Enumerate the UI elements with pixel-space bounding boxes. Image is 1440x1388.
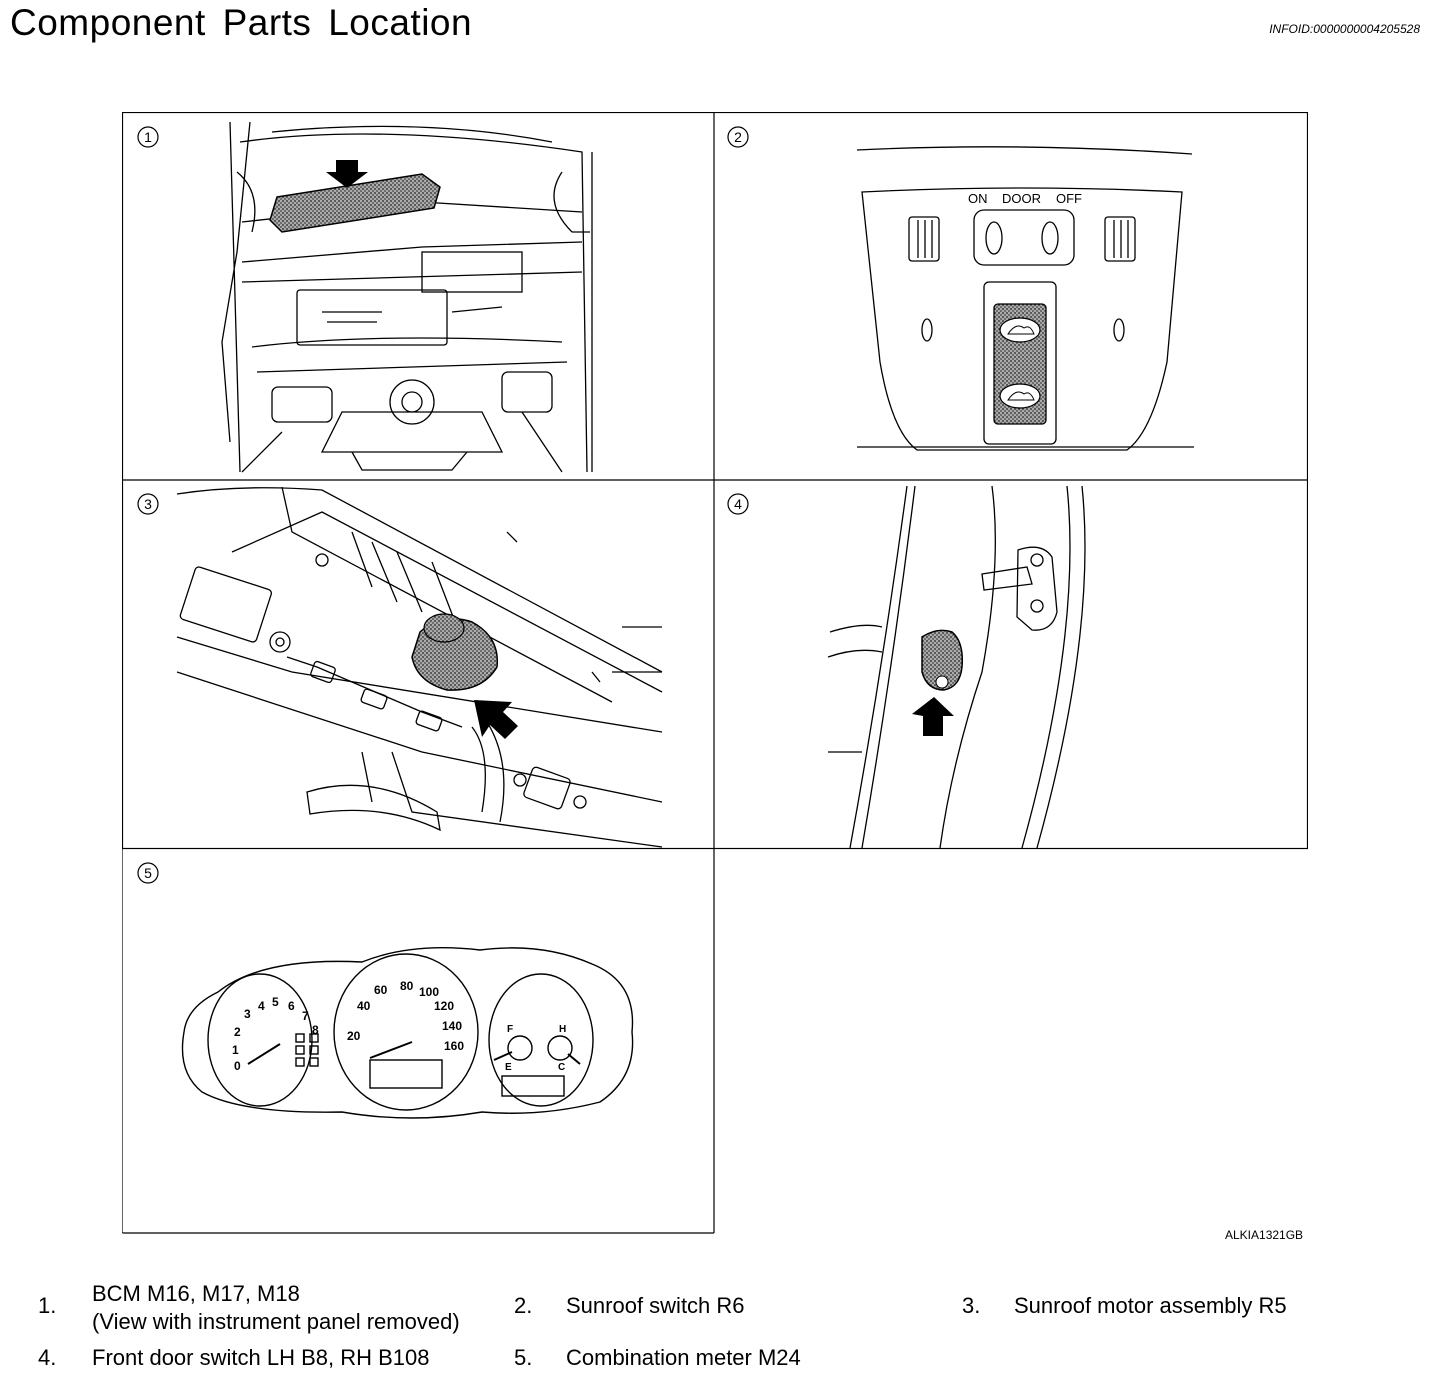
switch-labels: ON DOOR OFF bbox=[968, 191, 1082, 206]
combination-meter-drawing bbox=[181, 947, 634, 1119]
legend-number: 4. bbox=[38, 1345, 57, 1370]
svg-text:5: 5 bbox=[272, 995, 279, 1009]
svg-text:OFF: OFF bbox=[1056, 191, 1082, 206]
legend-text: BCM M16, M17, M18 bbox=[92, 1281, 300, 1306]
svg-text:2: 2 bbox=[234, 1025, 241, 1039]
svg-text:1: 1 bbox=[232, 1043, 239, 1057]
svg-text:7: 7 bbox=[302, 1009, 309, 1023]
page-title: Component Parts Location bbox=[10, 2, 473, 43]
arrow-icon bbox=[912, 697, 954, 736]
panel-badge-3: 3 bbox=[137, 493, 159, 515]
door-switch-drawing bbox=[827, 485, 1086, 849]
svg-text:3: 3 bbox=[244, 1007, 251, 1021]
svg-text:160: 160 bbox=[444, 1039, 464, 1053]
meter-labels: 0 1 2 3 4 5 6 7 8 20 40 60 80 100 120 14… bbox=[232, 979, 566, 1073]
svg-text:40: 40 bbox=[357, 999, 371, 1013]
legend-text: Combination meter M24 bbox=[566, 1345, 801, 1370]
legend-number: 2. bbox=[514, 1293, 533, 1318]
figure-grid bbox=[122, 112, 1308, 1234]
svg-text:0: 0 bbox=[234, 1059, 241, 1073]
legend-text-2: (View with instrument panel removed) bbox=[92, 1309, 460, 1334]
svg-text:4: 4 bbox=[258, 999, 265, 1013]
svg-text:60: 60 bbox=[374, 983, 388, 997]
svg-text:H: H bbox=[559, 1024, 566, 1035]
svg-text:F: F bbox=[507, 1024, 513, 1035]
svg-text:8: 8 bbox=[312, 1023, 319, 1037]
bcm-drawing bbox=[221, 121, 593, 473]
legend: 1. BCM M16, M17, M18 (View with instrume… bbox=[0, 1280, 1440, 1388]
svg-text:100: 100 bbox=[419, 985, 439, 999]
legend-number: 1. bbox=[38, 1293, 57, 1318]
svg-text:6: 6 bbox=[288, 999, 295, 1013]
meter-needles bbox=[247, 1041, 581, 1065]
legend-number: 5. bbox=[514, 1345, 533, 1370]
svg-text:80: 80 bbox=[400, 979, 414, 993]
svg-text:20: 20 bbox=[347, 1029, 361, 1043]
legend-text: Front door switch LH B8, RH B108 bbox=[92, 1345, 430, 1370]
sunroof-motor-drawing bbox=[176, 486, 663, 848]
sunroof-motor bbox=[411, 613, 499, 691]
svg-text:1: 1 bbox=[144, 129, 152, 145]
panel-badge-2: 2 bbox=[727, 126, 749, 148]
svg-text:C: C bbox=[558, 1062, 565, 1073]
panel-badge-1: 1 bbox=[137, 126, 159, 148]
figure-code: ALKIA1321GB bbox=[1225, 1228, 1304, 1242]
component-figure: 1 2 3 4 5 bbox=[122, 112, 1308, 1234]
svg-text:3: 3 bbox=[144, 496, 152, 512]
svg-text:5: 5 bbox=[144, 865, 152, 881]
legend-text: Sunroof switch R6 bbox=[566, 1293, 745, 1318]
svg-text:DOOR: DOOR bbox=[1002, 191, 1041, 206]
svg-text:120: 120 bbox=[434, 999, 454, 1013]
info-id: INFOID:0000000004205528 bbox=[1269, 22, 1420, 36]
arrow-icon bbox=[474, 700, 518, 739]
svg-text:ON: ON bbox=[968, 191, 988, 206]
legend-item-5: 5. Combination meter M24 bbox=[514, 1344, 834, 1374]
legend-item-2: 2. Sunroof switch R6 bbox=[514, 1292, 814, 1322]
panel-badge-4: 4 bbox=[727, 493, 749, 515]
legend-text: Sunroof motor assembly R5 bbox=[1014, 1293, 1287, 1318]
legend-item-3: 3. Sunroof motor assembly R5 bbox=[962, 1292, 1322, 1322]
door-switch bbox=[921, 629, 964, 691]
arrow-icon bbox=[326, 160, 368, 188]
sunroof-switch bbox=[993, 303, 1047, 425]
svg-text:E: E bbox=[505, 1062, 512, 1073]
svg-text:2: 2 bbox=[734, 129, 742, 145]
panel-badge-5: 5 bbox=[137, 862, 159, 884]
svg-text:140: 140 bbox=[442, 1019, 462, 1033]
sunroof-switch-drawing bbox=[856, 146, 1194, 451]
svg-text:4: 4 bbox=[734, 496, 742, 512]
legend-item-1: 1. BCM M16, M17, M18 (View with instrume… bbox=[38, 1281, 498, 1352]
legend-item-4: 4. Front door switch LH B8, RH B108 bbox=[38, 1344, 498, 1374]
legend-number: 3. bbox=[962, 1293, 981, 1318]
bcm-module bbox=[269, 173, 441, 233]
